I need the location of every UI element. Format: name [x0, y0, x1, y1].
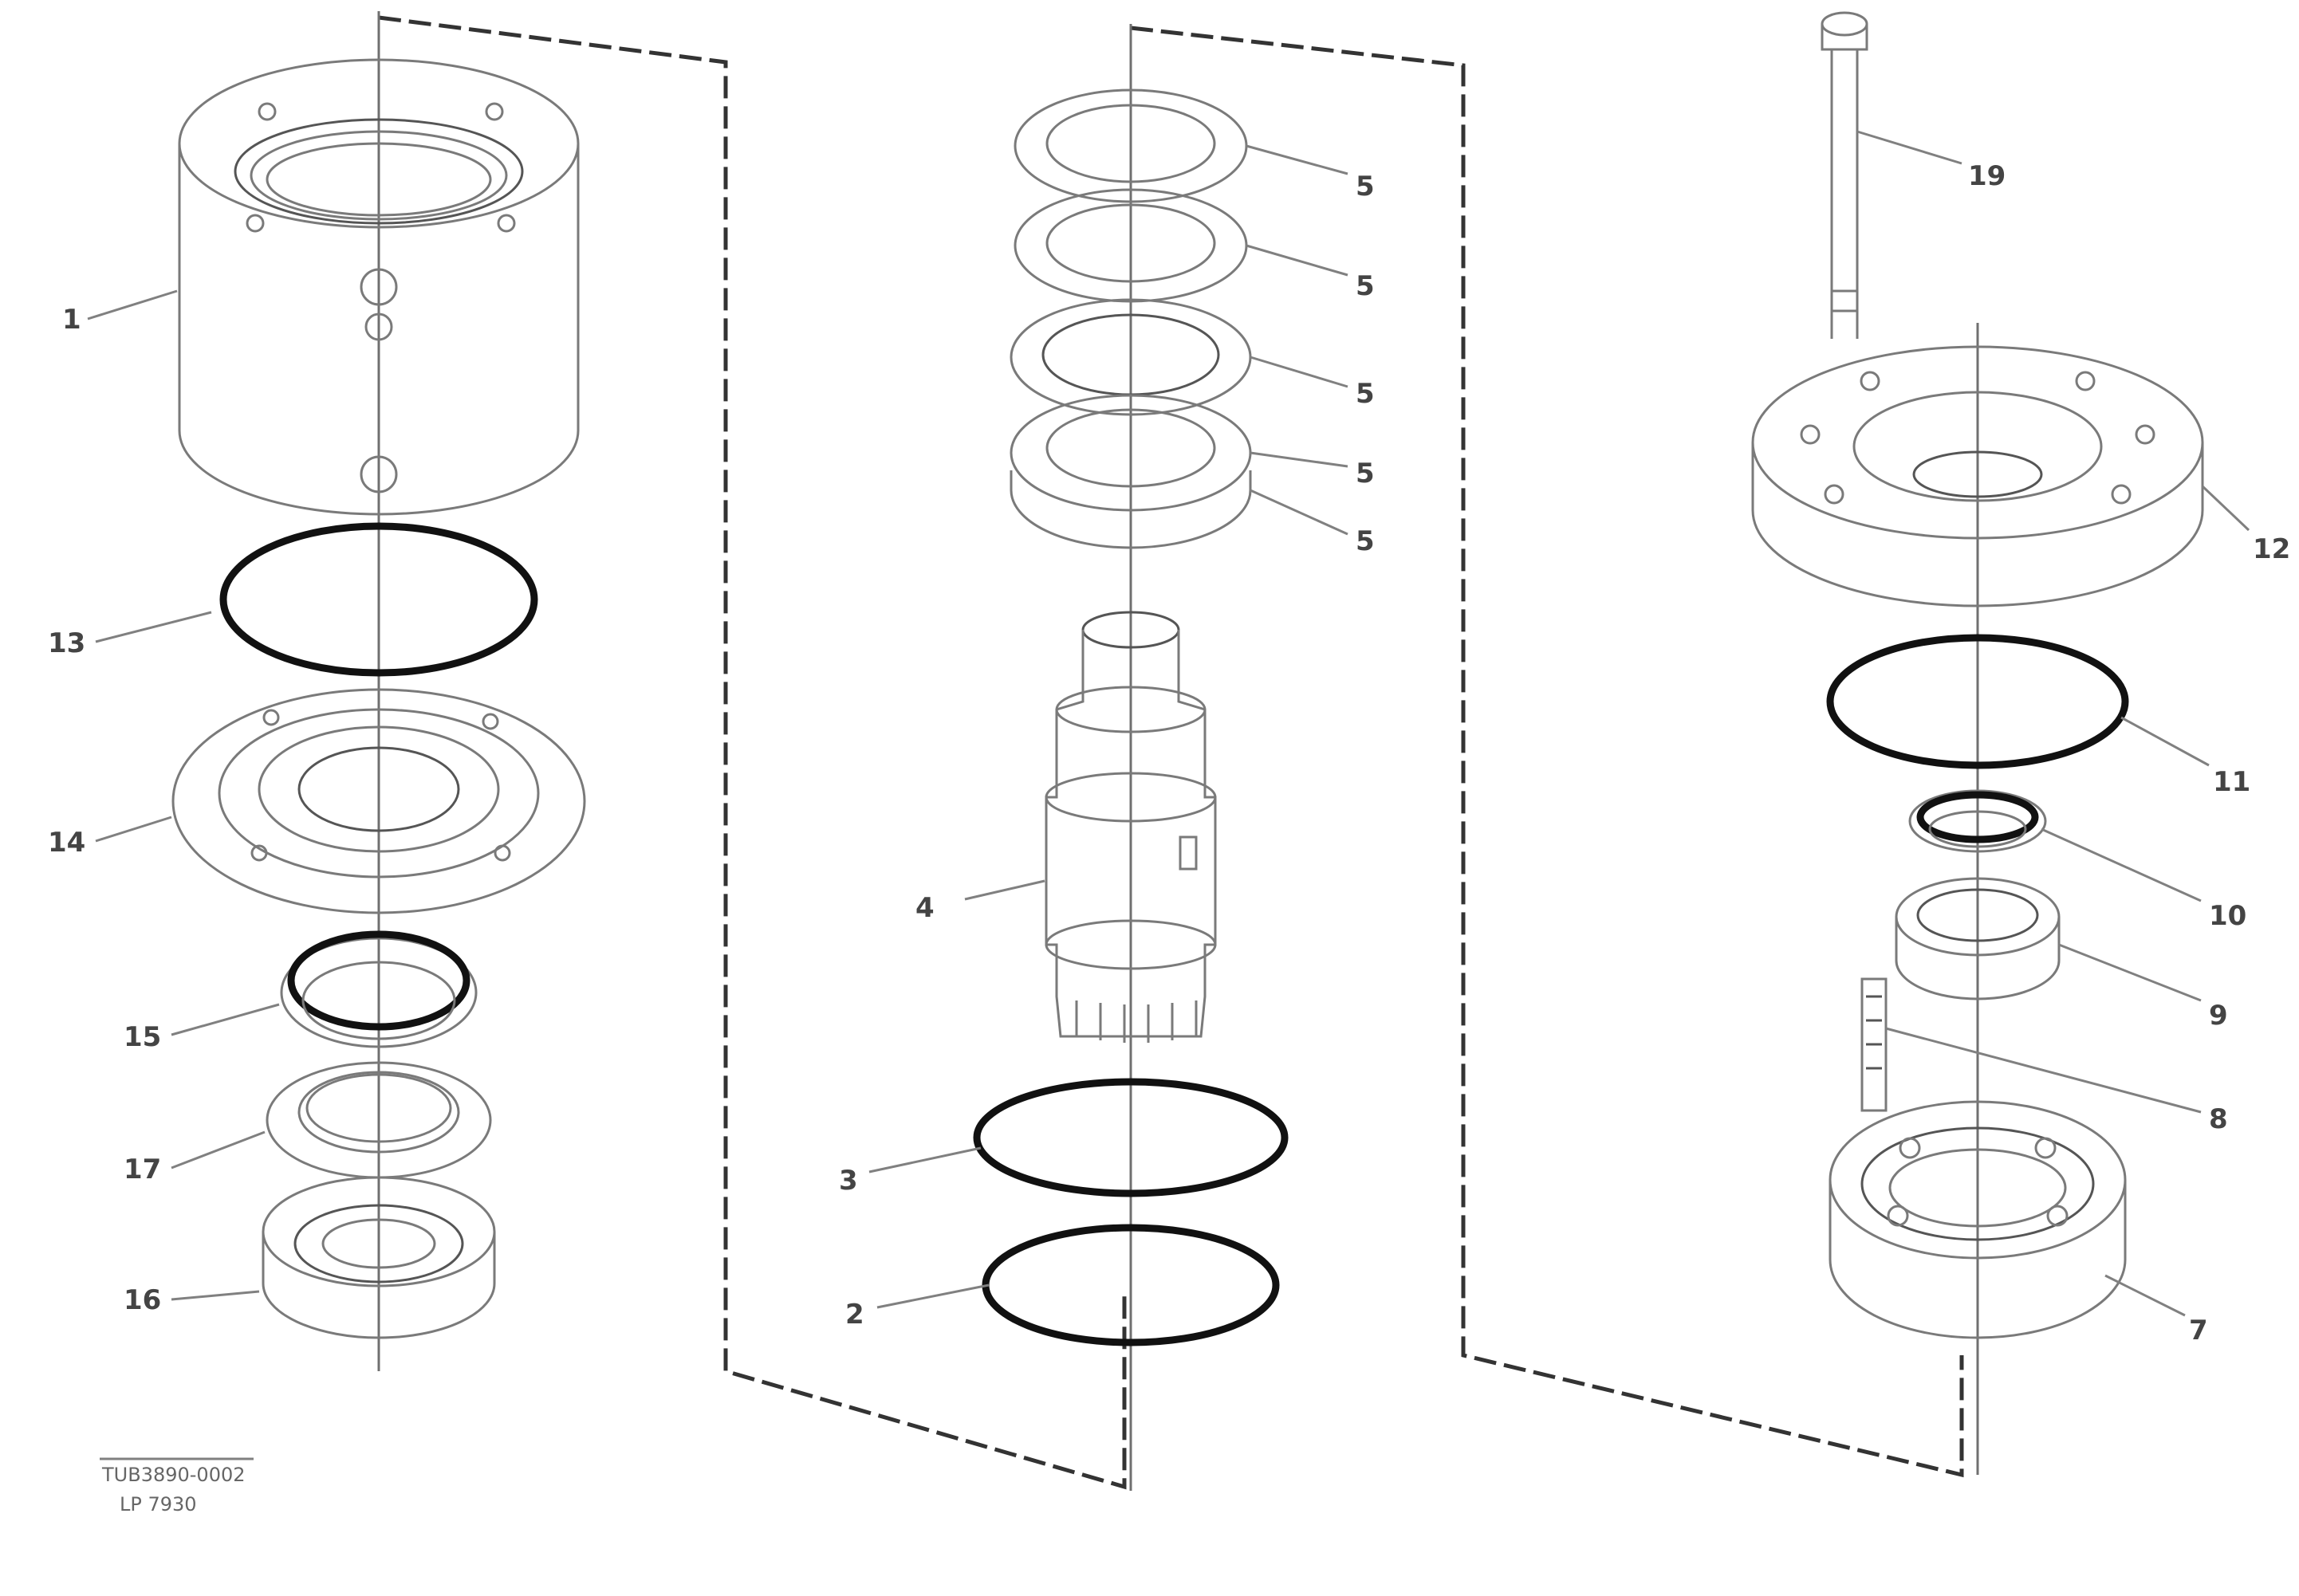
callout-19: 19: [1968, 160, 2006, 192]
leader-10: [2041, 827, 2202, 902]
callout-12: 12: [2253, 533, 2290, 565]
reference-block: TUB3890-0002 LP 7930: [100, 1457, 254, 1515]
part-13-oring: [219, 522, 538, 677]
callout-9: 9: [2209, 1000, 2228, 1032]
part-9-bearing: [1895, 877, 2061, 1000]
leader-12: [2201, 485, 2250, 532]
callout-5c: 5: [1356, 378, 1375, 410]
part-5-ring-e: [1010, 470, 1252, 549]
leader-17: [171, 1130, 266, 1169]
leader-16: [171, 1290, 260, 1301]
right-assembly: 19 12 11 10 9 8 7: [1751, 11, 2290, 1475]
callout-5e: 5: [1356, 525, 1375, 557]
callout-4: 4: [915, 892, 935, 924]
part-10-ring: [1908, 789, 2047, 853]
callout-5b: 5: [1356, 270, 1375, 302]
callout-17: 17: [124, 1154, 161, 1185]
leader-11: [2120, 716, 2210, 767]
leader-5d: [1250, 451, 1348, 468]
callout-16: 16: [124, 1284, 161, 1316]
reference-page: LP 7930: [120, 1493, 197, 1515]
leader-5c: [1250, 356, 1348, 388]
leader-3: [868, 1146, 982, 1173]
part-16-bearing: [262, 1176, 496, 1339]
callout-5a: 5: [1356, 171, 1375, 202]
middle-assembly: 5 5 5 5 5 4 3 2: [839, 24, 1375, 1491]
part-19-bolt: [1821, 11, 1868, 339]
leader-8: [1885, 1027, 2202, 1114]
callout-13: 13: [48, 627, 85, 659]
part-1-housing: [178, 58, 580, 516]
left-assembly: 1 13 14 15 17 16: [48, 11, 586, 1371]
leader-5b: [1246, 244, 1348, 277]
callout-2: 2: [845, 1299, 864, 1331]
assembly-dash-lines: [378, 15, 1964, 1490]
leader-4: [964, 879, 1045, 901]
callout-7: 7: [2189, 1315, 2208, 1346]
leader-5e: [1250, 489, 1348, 536]
reference-code: TUB3890-0002: [101, 1464, 246, 1486]
leader-2: [876, 1283, 990, 1309]
callout-3: 3: [839, 1165, 858, 1197]
part-11-oring: [1826, 634, 2129, 769]
part-8-pin: [1860, 977, 1888, 1112]
callout-14: 14: [48, 827, 85, 859]
callout-15: 15: [124, 1021, 161, 1053]
callout-8: 8: [2209, 1103, 2228, 1135]
leader-1: [87, 289, 178, 320]
callout-10: 10: [2209, 900, 2246, 932]
leader-9: [2058, 943, 2202, 1002]
leader-14: [95, 816, 172, 843]
part-4-shaft: [1045, 611, 1217, 1043]
callout-1: 1: [62, 304, 81, 336]
dash-line-left: [378, 15, 1127, 1490]
leader-7: [2104, 1274, 2186, 1317]
leader-15: [171, 1003, 280, 1036]
part-14-flange: [171, 688, 586, 914]
leader-19: [1856, 130, 1962, 165]
part-3-oring: [973, 1078, 1289, 1197]
leader-13: [95, 611, 212, 643]
part-15-seal: [280, 930, 478, 1048]
dash-line-right: [1130, 26, 1964, 1478]
part-7-carrier: [1829, 1100, 2127, 1475]
callout-5d: 5: [1356, 458, 1375, 489]
part-12-flange: [1751, 345, 2204, 607]
callout-11: 11: [2213, 766, 2250, 798]
leader-5a: [1246, 144, 1348, 175]
